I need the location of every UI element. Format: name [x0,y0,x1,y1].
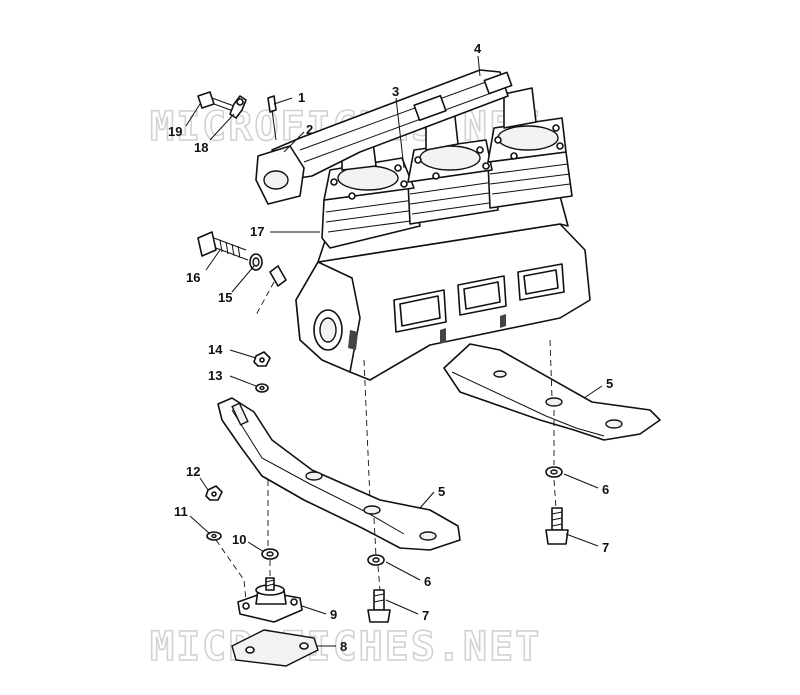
bypass-fitting [197,231,287,316]
mount-bracket-left [217,359,461,623]
callout-5-left: 5 [438,484,445,499]
front-mount-hardware [205,485,279,601]
callout-2: 2 [306,122,313,137]
nut-and-washer-rear [253,351,271,393]
callout-5-right: 5 [606,376,613,391]
callout-17: 17 [250,224,264,239]
callout-10: 10 [232,532,246,547]
callout-3: 3 [392,84,399,99]
callout-11: 11 [174,504,188,519]
callout-16: 16 [186,270,200,285]
mount-shim [231,629,319,667]
callout-7-left: 7 [422,608,429,623]
callout-1: 1 [298,90,305,105]
callout-6-right: 6 [602,482,609,497]
callout-9: 9 [330,607,337,622]
rubber-engine-mount [237,577,303,623]
manifold-hardware [197,91,277,141]
callout-6-left: 6 [424,574,431,589]
callout-13: 13 [208,368,222,383]
callout-18: 18 [194,140,208,155]
callout-7-right: 7 [602,540,609,555]
callout-14: 14 [208,342,223,357]
callout-12: 12 [186,464,200,479]
leader-lines [185,55,603,647]
water-manifold [255,69,513,205]
mount-bracket-right [443,339,661,545]
callout-4: 4 [474,41,482,56]
callout-labels: 1 2 3 4 5 5 6 6 7 7 8 9 10 11 12 13 14 1… [168,41,613,654]
callout-8: 8 [340,639,347,654]
callout-15: 15 [218,290,232,305]
callout-19: 19 [168,124,182,139]
engine-block [295,87,591,381]
watermark-bottom: MICROFICHES.NET [150,624,541,670]
